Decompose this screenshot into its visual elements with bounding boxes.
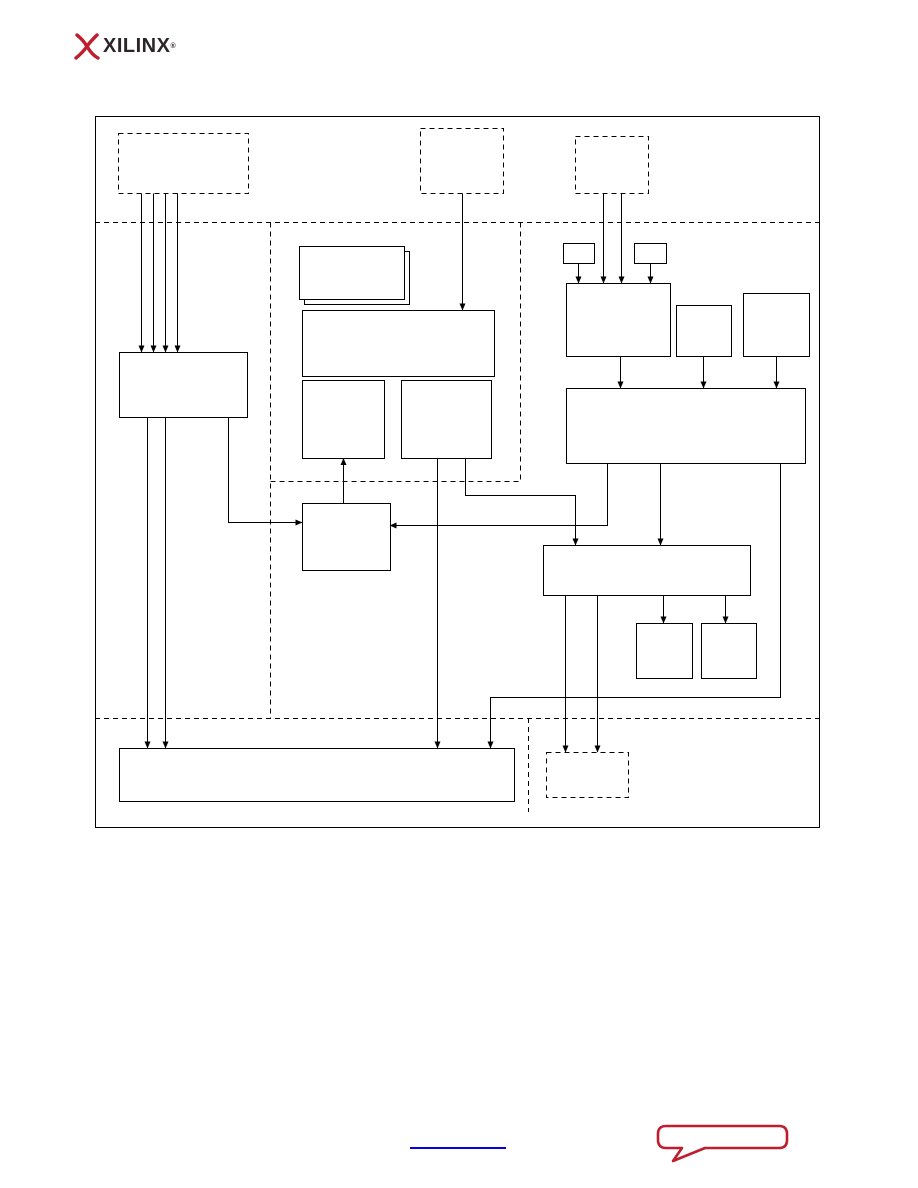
dashed-box-bottom bbox=[546, 752, 629, 798]
feedback-speech-bubble-icon bbox=[656, 1124, 789, 1163]
arrow-wide-to-bottom bbox=[487, 463, 781, 749]
block-diagram bbox=[95, 116, 820, 828]
dashed-box-top-left bbox=[118, 133, 249, 194]
box-middle-small bbox=[302, 503, 391, 571]
box-right-upper bbox=[566, 283, 671, 357]
box-bottom-wide bbox=[119, 748, 515, 802]
box-middle-lower-right bbox=[401, 380, 492, 459]
box-right-lower-right bbox=[701, 623, 757, 679]
box-middle-stacked bbox=[299, 246, 405, 300]
xilinx-logo: XILINX® bbox=[74, 33, 176, 60]
box-right-lower-left bbox=[636, 623, 693, 679]
xilinx-x-icon bbox=[74, 33, 100, 60]
arrow-wide-to-middle-small bbox=[389, 463, 608, 529]
box-right-upper-mid bbox=[676, 305, 732, 357]
box-right-small-1 bbox=[563, 243, 595, 264]
connector-arrows bbox=[138, 193, 781, 753]
arrow-left-to-middle-small bbox=[228, 417, 303, 526]
registered-mark: ® bbox=[170, 43, 177, 50]
footer-link[interactable] bbox=[410, 1147, 506, 1149]
box-right-small-2 bbox=[634, 243, 667, 264]
dashed-box-top-middle bbox=[420, 128, 504, 194]
xilinx-logo-text: XILINX® bbox=[103, 35, 177, 57]
box-left bbox=[119, 352, 248, 418]
box-right-wide-upper bbox=[566, 388, 806, 464]
box-middle-lower-left bbox=[302, 380, 385, 459]
arrow-middle-lower-to-wide-lower bbox=[465, 458, 579, 546]
box-middle-wide bbox=[302, 310, 495, 377]
dashed-box-top-right bbox=[575, 136, 649, 194]
box-right-upper-right bbox=[743, 293, 810, 357]
box-right-wide-lower bbox=[543, 545, 751, 596]
diagram-border bbox=[95, 116, 820, 828]
feedback-button[interactable] bbox=[655, 1124, 792, 1169]
